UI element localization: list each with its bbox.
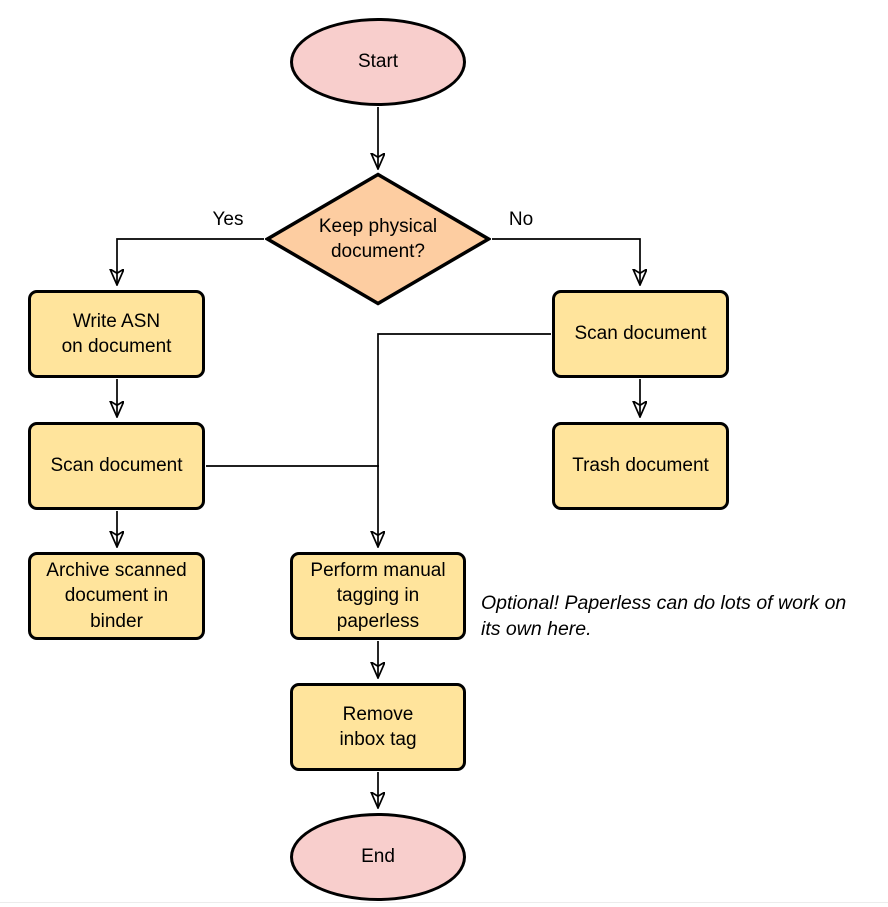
edge-label-no: No — [508, 209, 534, 230]
node-end: End — [290, 813, 466, 901]
node-write-asn: Write ASN on document — [28, 290, 205, 378]
node-scan-document-left: Scan document — [28, 422, 205, 510]
node-archive-binder-label: Archive scanned document in binder — [46, 559, 187, 632]
bottom-hairline — [0, 902, 888, 903]
optional-note: Optional! Paperless can do lots of work … — [481, 592, 847, 640]
node-scan-document-right: Scan document — [552, 290, 729, 378]
node-decision: Keep physical document? — [265, 172, 491, 306]
node-remove-inbox-tag: Remove inbox tag — [290, 683, 466, 771]
node-start: Start — [290, 18, 466, 106]
node-start-label: Start — [357, 51, 399, 73]
node-write-asn-label: Write ASN on document — [61, 310, 172, 357]
node-trash-document-label: Trash document — [572, 455, 709, 477]
node-manual-tagging-label: Perform manual tagging in paperless — [310, 559, 446, 632]
edge-decision-write-asn — [117, 238, 264, 285]
edge-decision-scan-right — [492, 238, 640, 285]
node-decision-label: Keep physical document? — [318, 215, 438, 262]
decision-diamond-shape — [265, 172, 491, 306]
edge-label-yes: Yes — [212, 209, 244, 230]
node-end-label: End — [361, 846, 395, 868]
node-remove-inbox-tag-label: Remove inbox tag — [339, 703, 417, 750]
edge-scan-right-tagging — [378, 333, 551, 547]
node-manual-tagging: Perform manual tagging in paperless — [290, 552, 466, 640]
node-trash-document: Trash document — [552, 422, 729, 510]
node-scan-document-left-label: Scan document — [50, 455, 183, 477]
node-archive-binder: Archive scanned document in binder — [28, 552, 205, 640]
node-scan-document-right-label: Scan document — [574, 323, 707, 345]
